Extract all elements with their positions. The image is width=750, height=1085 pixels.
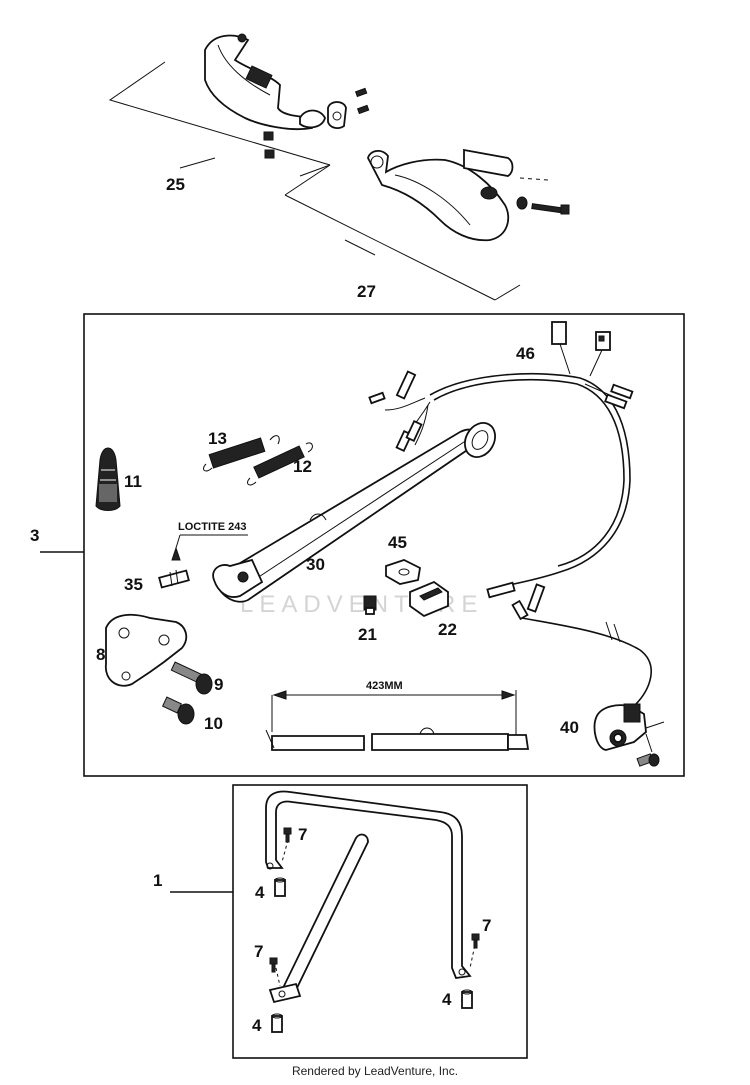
bolt-7-c: [269, 957, 278, 973]
switch-21: [363, 595, 377, 615]
callout-3: 3: [30, 526, 39, 545]
callout-7-a: 7: [298, 825, 307, 844]
spring-13: [203, 435, 280, 472]
callout-46: 46: [516, 344, 535, 363]
kit-box-3: [83, 313, 685, 777]
callout-8: 8: [96, 645, 105, 664]
bracket-8: [105, 613, 188, 687]
wiring-harness: [368, 321, 652, 706]
callout-12: 12: [293, 457, 312, 476]
bolt-7-b: [471, 933, 480, 949]
callout-9: 9: [214, 675, 223, 694]
bolt-10: [161, 696, 195, 725]
callout-22: 22: [438, 620, 457, 639]
grease-tube-11: [95, 447, 121, 511]
kit-box-1: [232, 784, 528, 1059]
callout-11: 11: [124, 472, 142, 491]
sensor-40: [593, 703, 665, 767]
spacer-4-b: [461, 989, 473, 1009]
callout-4-b: 4: [442, 990, 452, 1009]
callout-40: 40: [560, 718, 579, 737]
dimension-label: 423MM: [366, 680, 403, 692]
hand-guard-left: [204, 33, 370, 159]
callout-27: 27: [357, 282, 376, 301]
footer-credit: Rendered by LeadVenture, Inc.: [291, 1064, 459, 1078]
loctite-note: LOCTITE 243: [178, 521, 246, 533]
spacer-4-a: [274, 877, 286, 897]
hand-guard-right: [367, 148, 570, 242]
spring-12: [247, 442, 313, 486]
callout-7-b: 7: [482, 916, 491, 935]
screw-35: [158, 546, 190, 589]
callout-13: 13: [208, 429, 227, 448]
callout-25: 25: [166, 175, 185, 194]
plate-45: [385, 559, 421, 585]
block-22: [409, 580, 449, 618]
hand-guard-group: [108, 33, 570, 301]
side-stand-30: [212, 422, 496, 603]
spacer-4-c: [271, 1013, 283, 1033]
bolt-9: [170, 661, 213, 695]
bolt-7-a: [283, 827, 292, 843]
callout-1: 1: [153, 871, 162, 890]
callout-4-a: 4: [255, 883, 265, 902]
callout-7-c: 7: [254, 942, 263, 961]
dimension-drawing: [265, 690, 530, 751]
callout-21: 21: [358, 625, 377, 644]
crash-bar-1: [265, 790, 477, 1004]
callout-10: 10: [204, 714, 223, 733]
callout-4-c: 4: [252, 1016, 262, 1035]
callout-45: 45: [388, 533, 407, 552]
callout-30: 30: [306, 555, 325, 574]
callout-35: 35: [124, 575, 143, 594]
